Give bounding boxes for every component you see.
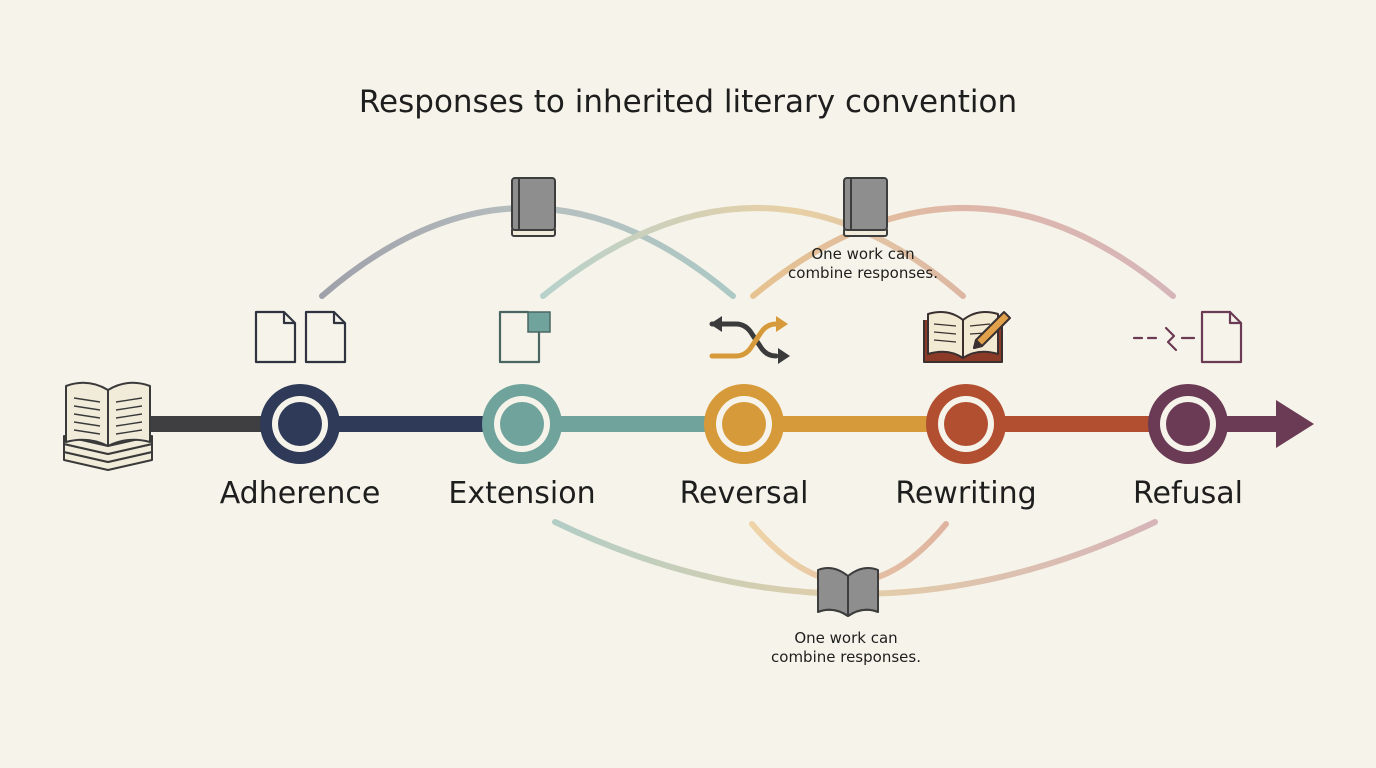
annotation-lower-line1: One work can [794, 629, 898, 647]
stage-label-refusal: Refusal [1133, 476, 1243, 511]
closed-book-icon [843, 177, 888, 237]
stage-node-refusal [1148, 384, 1228, 464]
arc-reversal-refusal [750, 205, 1176, 299]
stage-node-reversal [704, 384, 784, 464]
two-documents-icon [254, 310, 347, 364]
stage-node-extension [482, 384, 562, 464]
open-book-icon [817, 567, 879, 617]
arc-extension-rewriting [540, 205, 966, 299]
annotation-upper-line2: combine responses. [788, 264, 938, 282]
stack-of-open-books-icon [63, 381, 153, 471]
stage-label-adherence: Adherence [219, 476, 381, 511]
stage-node-rewriting [926, 384, 1006, 464]
book-with-pencil-icon [923, 311, 1011, 363]
document-with-extension-icon [498, 310, 551, 364]
arc-reversal-rewriting-lower [749, 521, 949, 585]
stage-node-adherence [260, 384, 340, 464]
annotation-upper: One work can combine responses. [743, 245, 983, 283]
timeline-arrowhead [1276, 400, 1314, 448]
stage-label-extension: Extension [448, 476, 596, 511]
diagram-title: Responses to inherited literary conventi… [358, 84, 1018, 120]
annotation-upper-line1: One work can [811, 245, 915, 263]
reverse-arrows-icon [709, 316, 790, 364]
stage-label-reversal: Reversal [679, 476, 809, 511]
broken-link-document-icon [1132, 310, 1243, 364]
annotation-lower: One work can combine responses. [726, 629, 966, 667]
annotation-lower-line2: combine responses. [771, 648, 921, 666]
closed-book-icon [511, 177, 556, 237]
stage-label-rewriting: Rewriting [895, 476, 1037, 511]
